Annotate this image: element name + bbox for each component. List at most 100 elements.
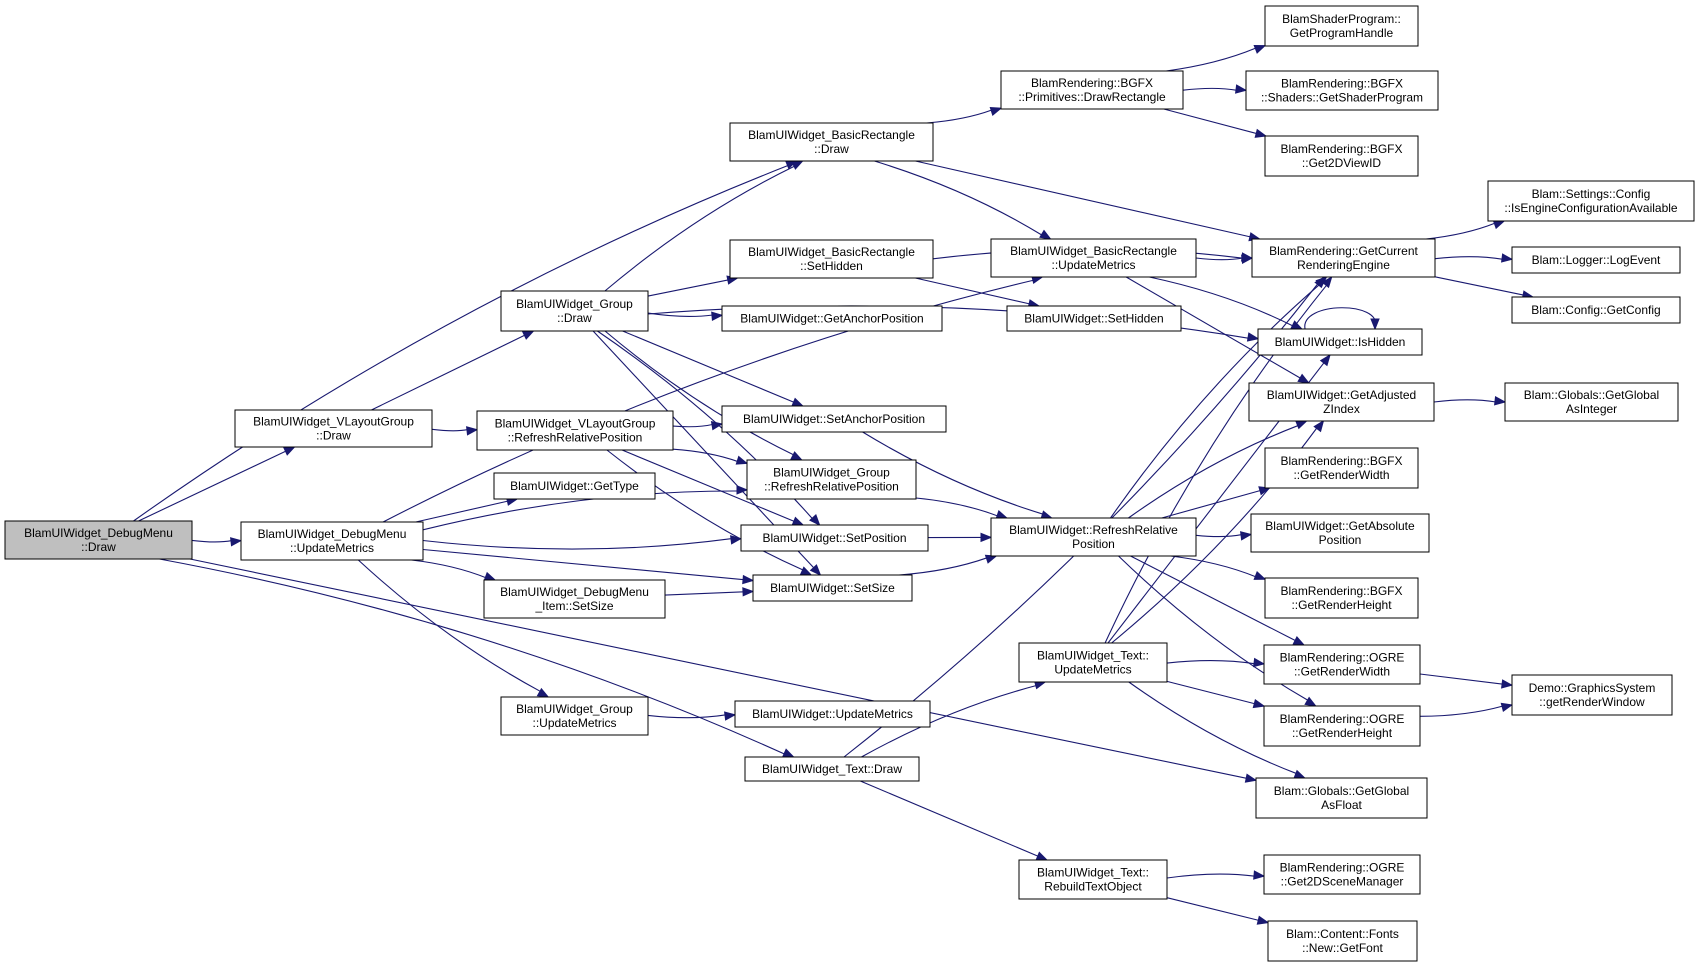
node-label-line: BlamUIWidget_Text:: <box>1037 866 1149 880</box>
node-blamuiwidget-text-updatemetrics[interactable]: BlamUIWidget_Text::UpdateMetrics <box>1018 642 1168 683</box>
node-label-line: BlamRendering::OGRE <box>1280 651 1405 665</box>
edge-n3-to-n25 <box>422 535 743 550</box>
edge-n27-to-n30 <box>1170 555 1267 580</box>
node-box <box>1248 382 1435 422</box>
edge-n27-to-n31 <box>1130 555 1306 646</box>
node-demo-graphicssystem-getrenderwindow[interactable]: Demo::GraphicsSystem::getRenderWindow <box>1511 674 1673 716</box>
node-label-line: ::SetHidden <box>800 259 863 273</box>
node-blamuiwidget-setposition[interactable]: BlamUIWidget::SetPosition <box>740 524 929 552</box>
node-blamuiwidget-debugmenu-item-setsize[interactable]: BlamUIWidget_DebugMenu_Item::SetSize <box>483 579 666 619</box>
node-label-line: ::UpdateMetrics <box>290 541 374 555</box>
node-blamrendering-bgfx-primitives-drawrectangle[interactable]: BlamRendering::BGFX::Primitives::DrawRec… <box>1000 70 1184 110</box>
node-box <box>483 579 666 619</box>
node-blamrendering-bgfx-getrenderheight[interactable]: BlamRendering::BGFX::GetRenderHeight <box>1264 577 1419 619</box>
edge-n3-to-n35 <box>411 559 497 581</box>
edge-line <box>1128 681 1298 775</box>
node-blamuiwidget-basicrectangle-draw[interactable]: BlamUIWidget_BasicRectangle::Draw <box>729 122 934 162</box>
node-blamuiwidget-ishidden[interactable]: BlamUIWidget::IsHidden <box>1257 328 1423 356</box>
edge-n18-to-n23 <box>622 330 805 407</box>
edge-n35-to-n26 <box>664 587 755 597</box>
node-blamuiwidget-setsize[interactable]: BlamUIWidget::SetSize <box>752 574 913 602</box>
edge-arrowhead <box>735 455 749 465</box>
edge-line <box>1434 256 1504 260</box>
node-blamrendering-bgfx-getrenderwidth[interactable]: BlamRendering::BGFX::GetRenderWidth <box>1264 447 1419 489</box>
edge-n1-to-n8 <box>915 160 1261 242</box>
node-label-line: ::Shaders::GetShaderProgram <box>1261 91 1423 105</box>
edge-line <box>1304 307 1376 330</box>
node-blamuiwidget-vlayoutgroup-refreshrelativeposition[interactable]: BlamUIWidget_VLayoutGroup::RefreshRelati… <box>476 410 674 451</box>
node-blamuiwidget-vlayoutgroup-draw[interactable]: BlamUIWidget_VLayoutGroup::Draw <box>234 409 433 448</box>
edge-arrowhead <box>536 687 550 698</box>
edge-line <box>647 312 714 318</box>
node-blam-logger-logevent[interactable]: Blam::Logger::LogEvent <box>1511 246 1681 274</box>
node-blamuiwidget-debugmenu-updatemetrics[interactable]: BlamUIWidget_DebugMenu::UpdateMetrics <box>240 521 424 561</box>
node-blamuiwidget-group-draw[interactable]: BlamUIWidget_Group::Draw <box>500 290 649 332</box>
node-blamuiwidget-gettype[interactable]: BlamUIWidget::GetType <box>493 472 656 500</box>
edge-arrowhead <box>799 566 813 576</box>
node-blamuiwidget-basicrectangle-updatemetrics[interactable]: BlamUIWidget_BasicRectangle::UpdateMetri… <box>990 238 1197 278</box>
node-blamrendering-bgfx-get2dviewid[interactable]: BlamRendering::BGFX::Get2DViewID <box>1264 135 1419 177</box>
edge-arrowhead <box>710 421 724 431</box>
edge-line <box>1163 108 1258 135</box>
node-blamuiwidget-debugmenu-draw[interactable]: BlamUIWidget_DebugMenu::Draw <box>4 520 193 560</box>
node-label-line: Blam::Settings::Config <box>1532 187 1651 201</box>
edge-arrowhead <box>1246 332 1260 342</box>
node-blamuiwidget-setanchorposition[interactable]: BlamUIWidget::SetAnchorPosition <box>721 405 947 433</box>
edge-line <box>138 450 287 522</box>
edge-line <box>861 684 1038 758</box>
node-box <box>1257 328 1423 356</box>
edge-line <box>1149 276 1294 327</box>
node-blamuiwidget-text-draw[interactable]: BlamUIWidget_Text::Draw <box>744 756 920 782</box>
node-blamuiwidget-basicrectangle-sethidden[interactable]: BlamUIWidget_BasicRectangle::SetHidden <box>729 239 934 279</box>
node-box <box>1245 70 1439 111</box>
edge-arrowhead <box>791 397 805 407</box>
nodes-layer: BlamUIWidget_DebugMenu::DrawBlamUIWidget… <box>4 5 1695 962</box>
edge-n39-to-n41 <box>1166 897 1270 925</box>
node-label-line: BlamUIWidget::SetAnchorPosition <box>743 412 925 426</box>
node-blamrendering-ogre-getrenderheight[interactable]: BlamRendering::OGRE::GetRenderHeight <box>1263 705 1421 747</box>
node-blam-content-fonts-new-getfont[interactable]: Blam::Content::Fonts::New::GetFont <box>1267 920 1418 962</box>
node-box <box>729 122 934 162</box>
edge-arrowhead <box>1293 769 1307 779</box>
node-blamuiwidget-sethidden[interactable]: BlamUIWidget::SetHidden <box>1006 305 1182 332</box>
edge-line <box>915 160 1252 238</box>
edge-n39-to-n40 <box>1166 870 1266 880</box>
edge-line <box>1419 705 1504 717</box>
node-blamuiwidget-text-rebuildtextobject[interactable]: BlamUIWidget_Text::RebuildTextObject <box>1018 859 1168 900</box>
node-blamrendering-ogre-get2dscenemanager[interactable]: BlamRendering::OGRE::Get2DSceneManager <box>1263 854 1421 895</box>
node-label-line: Blam::Content::Fonts <box>1286 927 1399 941</box>
node-blamshaderprogram-getprogramhandle[interactable]: BlamShaderProgram::GetProgramHandle <box>1264 5 1419 47</box>
edge-line <box>1166 680 1256 705</box>
node-box <box>721 405 947 433</box>
node-label-line: BlamRendering::OGRE <box>1280 861 1405 875</box>
node-blam-settings-config-isengineconfigurationavailable[interactable]: Blam::Settings::Config::IsEngineConfigur… <box>1487 180 1695 222</box>
node-blamuiwidget-refreshrelative-position[interactable]: BlamUIWidget::RefreshRelativePosition <box>990 517 1197 557</box>
node-blamrendering-bgfx-shaders-getshaderprogram[interactable]: BlamRendering::BGFX::Shaders::GetShaderP… <box>1245 70 1439 111</box>
edge-n7-to-n16 <box>1125 276 1310 384</box>
node-blam-config-getconfig[interactable]: Blam::Config::GetConfig <box>1511 296 1681 324</box>
node-label-line: ::getRenderWindow <box>1539 695 1645 709</box>
node-label-line: ::UpdateMetrics <box>1051 258 1135 272</box>
node-box <box>1264 577 1419 619</box>
node-box <box>990 517 1197 557</box>
node-label-line: BlamUIWidget_DebugMenu <box>258 527 407 541</box>
node-label-line: ::Get2DSceneManager <box>1281 875 1404 889</box>
edge-arrowhead <box>1319 353 1331 367</box>
edge-n0-to-n5 <box>189 558 1258 783</box>
node-blamuiwidget-updatemetrics[interactable]: BlamUIWidget::UpdateMetrics <box>734 700 931 728</box>
edge-arrowhead <box>980 532 993 543</box>
node-label-line: BlamUIWidget::IsHidden <box>1275 335 1406 349</box>
node-blamuiwidget-group-updatemetrics[interactable]: BlamUIWidget_Group::UpdateMetrics <box>500 696 649 736</box>
edge-line <box>422 538 733 550</box>
node-blamrendering-ogre-getrenderwidth[interactable]: BlamRendering::OGRE::GetRenderWidth <box>1263 644 1421 685</box>
node-blamuiwidget-group-refreshrelativeposition[interactable]: BlamUIWidget_Group::RefreshRelativePosit… <box>746 459 917 500</box>
node-blamuiwidget-getanchorposition[interactable]: BlamUIWidget::GetAnchorPosition <box>721 305 943 332</box>
node-box <box>740 524 929 552</box>
edge-arrowhead <box>1253 870 1266 880</box>
edge-n24-to-n27 <box>915 497 1009 520</box>
